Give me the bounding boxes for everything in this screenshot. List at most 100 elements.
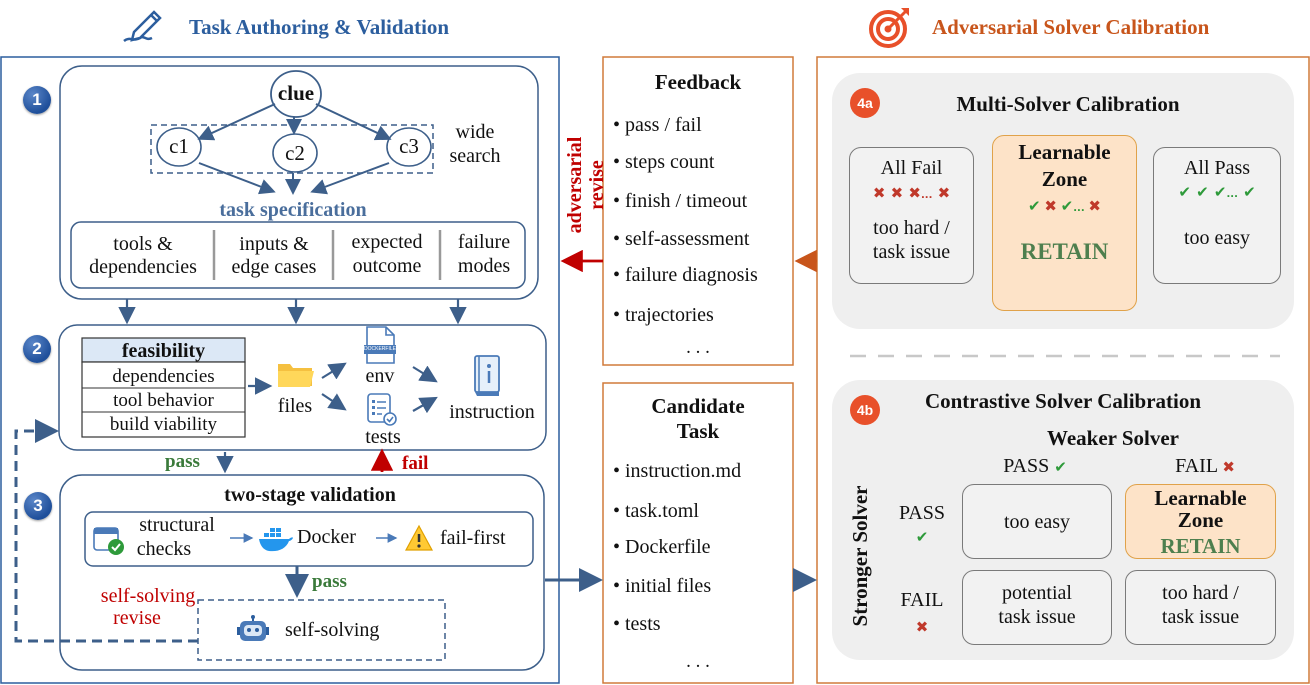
spec-expected-1: expected [351,231,423,253]
all-fail-label: All Fail [880,157,943,179]
folder-icon [276,358,316,390]
learnable-mixed-marks: ✔ ✖ ✔... ✖ [1028,197,1101,215]
feedback-item: • failure diagnosis [613,264,758,286]
feedback-item: • self-assessment [613,228,750,250]
learnable-zone-label-1: Learnable [1018,140,1111,164]
structural-checks-label-1: structural [139,514,215,536]
cell-learnable-zone-4b [1125,484,1276,559]
cell-fail-pass-text-1: potential [1002,582,1072,604]
left-panel-frame [0,56,560,684]
env-label: env [365,365,395,387]
stronger-fail-x-icon: ✖ [915,618,929,636]
feasibility-header: feasibility [121,340,206,362]
weaker-fail-header: FAIL ✖ [1145,456,1265,476]
tests-label: tests [365,426,401,448]
stronger-fail-header: FAIL [900,589,944,611]
weaker-fail-text: FAIL [1175,455,1218,477]
wide-search-label-1: wide [455,121,495,143]
weaker-pass-header: PASS ✔ [975,456,1095,476]
step2-badge: 2 [23,335,51,363]
weaker-pass-text: PASS [1003,455,1050,477]
instruction-book-icon [471,354,505,398]
candidate-item: • initial files [613,575,712,597]
task-specification-label: task specification [219,199,367,221]
self-solving-revise-label-2: revise [113,607,161,629]
fail-label: fail [402,453,429,474]
candidate-item: • instruction.md [613,460,742,482]
stronger-solver-label: Stronger Solver [848,485,872,627]
all-fail-cell [849,147,974,284]
candidate-ellipsis: . . . [686,651,710,672]
right-panel-title: Adversarial Solver Calibration [932,15,1210,39]
calendar-check-icon [92,524,126,556]
c1-node: c1 [169,134,189,158]
cell-pass-pass-text: too easy [1003,511,1071,533]
multi-solver-title: Multi-Solver Calibration [956,92,1180,116]
pass-label-step2: pass [165,451,200,472]
spec-expected-2: outcome [352,255,422,277]
docker-label: Docker [297,526,356,548]
spec-inputs-1: inputs & [239,233,309,255]
cell-learnable-text-1: Learnable [1154,486,1247,510]
pen-icon [120,8,164,46]
cell-fail-pass-text-2: task issue [998,606,1076,628]
two-stage-validation-title: two-stage validation [224,484,396,506]
dockerfile-icon [362,325,398,365]
all-pass-check-marks: ✔ ✔ ✔... ✔ [1178,183,1256,201]
clue-node: clue [277,81,315,105]
learnable-zone-cell-4a [992,135,1137,311]
feedback-item: • steps count [613,151,715,173]
structural-checks-label-2: checks [136,538,192,560]
feasibility-tool-behavior: tool behavior [113,390,214,411]
warning-icon [404,524,434,552]
robot-icon [236,614,270,646]
stronger-pass-header: PASS [899,502,945,524]
feasibility-dependencies: dependencies [112,366,215,387]
badge-4b: 4b [850,395,880,425]
feedback-title: Feedback [654,70,742,94]
left-panel-title: Task Authoring & Validation [189,15,450,39]
cell-fail-pass [962,570,1112,645]
spec-failure-2: modes [457,255,511,277]
cell-learnable-text-2: Zone [1177,508,1224,532]
adversarial-revise-line2: revise [586,160,608,210]
retain-label-4a: RETAIN [1020,239,1109,264]
feedback-frame [602,56,794,366]
feedback-ellipsis: . . . [686,337,710,358]
files-label: files [277,395,313,417]
self-solving-label: self-solving [285,619,380,641]
self-solving-revise-label-1: self-solving [100,585,196,607]
all-fail-x-marks: ✖ ✖ ✖... ✖ [872,184,951,202]
step3-badge: 3 [24,492,52,520]
feedback-item: • pass / fail [613,114,702,136]
all-pass-cell [1153,147,1281,284]
candidate-title-1: Candidate [651,394,745,418]
learnable-zone-label-2: Zone [1041,167,1088,191]
docker-icon [258,525,294,553]
contrastive-solver-title: Contrastive Solver Calibration [924,389,1202,413]
stronger-pass-check-icon: ✔ [915,528,929,546]
feedback-item: • trajectories [613,304,714,326]
spec-tools-2: dependencies [89,256,197,278]
candidate-item: • task.toml [613,500,699,522]
c3-node: c3 [399,134,419,158]
dockerfile-tag: DOCKERFILE [364,346,396,352]
cell-fail-fail [1125,570,1276,645]
candidate-title-2: Task [676,419,720,443]
all-pass-label: All Pass [1183,157,1251,179]
adversarial-revise-line1: adversarial [564,136,586,234]
retain-label-4b: RETAIN [1160,534,1241,558]
all-fail-desc-2: task issue [872,241,951,263]
instruction-label: instruction [449,401,535,423]
tests-checklist-icon [364,392,400,428]
cell-fail-fail-text-2: task issue [1161,606,1240,628]
x-icon: ✖ [1222,458,1235,476]
cell-pass-pass [962,484,1112,559]
target-icon [868,5,912,49]
feedback-item: • finish / timeout [613,190,748,212]
pass-label-step3: pass [312,571,347,592]
candidate-frame [602,382,794,684]
cell-fail-fail-text-1: too hard / [1162,582,1239,604]
spec-failure-1: failure [457,231,511,253]
